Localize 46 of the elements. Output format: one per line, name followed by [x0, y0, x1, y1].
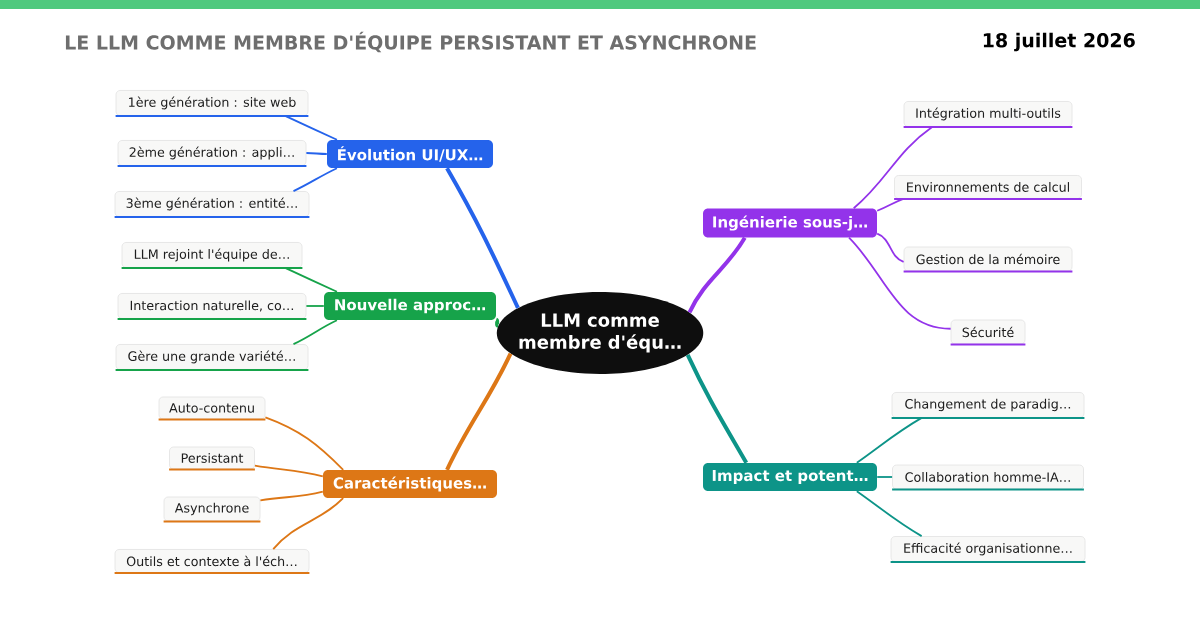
leaf-box: Gère une grande variété… [114, 344, 310, 372]
branch-box: Impact et potent… [703, 463, 877, 491]
connector-line [272, 497, 345, 550]
connector-line [494, 318, 500, 327]
connector-line [292, 167, 338, 192]
leaf-box: LLM rejoint l'équipe de… [120, 242, 304, 270]
title: LE LLM COMME MEMBRE D'ÉQUIPE PERSISTANT ET ASYNCHRONE [65, 31, 756, 53]
connector-line [445, 352, 513, 471]
connector-line [852, 126, 933, 210]
connector-line [445, 167, 520, 309]
connector-line [855, 417, 923, 464]
connector-line [292, 319, 338, 345]
branch-box: Caractéristiques… [323, 470, 497, 498]
leaf-box: Efficacité organisationne… [889, 536, 1087, 564]
branch-box: Ingénierie sous-j… [703, 208, 877, 238]
connector-line [305, 305, 325, 307]
leaf-box: Auto-contenu [157, 396, 267, 421]
date-label: 18 juillet 2026 [983, 32, 1135, 52]
connector-line [848, 236, 952, 330]
leaf-box: 3ème génération : entité… [113, 191, 311, 219]
leaf-box: Environnements de calcul [893, 175, 1083, 201]
leaf-box: 2ème génération : appli… [116, 140, 308, 168]
connector-line [687, 236, 747, 314]
leaf-box: Collaboration homme-IA… [891, 464, 1085, 491]
connector-line [259, 490, 324, 502]
leaf-box: Gestion de la mémoire [902, 246, 1074, 273]
leaf-box: Changement de paradig… [890, 392, 1086, 420]
leaf-box: Sécurité [949, 319, 1027, 346]
connector-line [876, 232, 905, 263]
connector-line [685, 354, 749, 464]
connector-line [876, 476, 893, 478]
connector-line [855, 490, 923, 537]
leaf-box: Interaction naturelle, co… [116, 293, 308, 321]
branch-box: Nouvelle approc… [324, 292, 496, 320]
connector-line [254, 464, 324, 478]
connector-line [284, 267, 338, 293]
connector-line [264, 416, 345, 471]
connector-line [305, 152, 328, 155]
leaf-box: Intégration multi-outils [902, 101, 1074, 129]
connector-line [284, 115, 338, 141]
leaf-box: Asynchrone [162, 496, 262, 523]
leaf-box: Persistant [168, 446, 256, 471]
leaf-box: 1ère génération : site web [114, 90, 310, 118]
connector-line [876, 198, 905, 212]
branch-box: Évolution UI/UX… [327, 140, 493, 168]
leaf-box: Outils et contexte à l'éch… [113, 549, 311, 575]
